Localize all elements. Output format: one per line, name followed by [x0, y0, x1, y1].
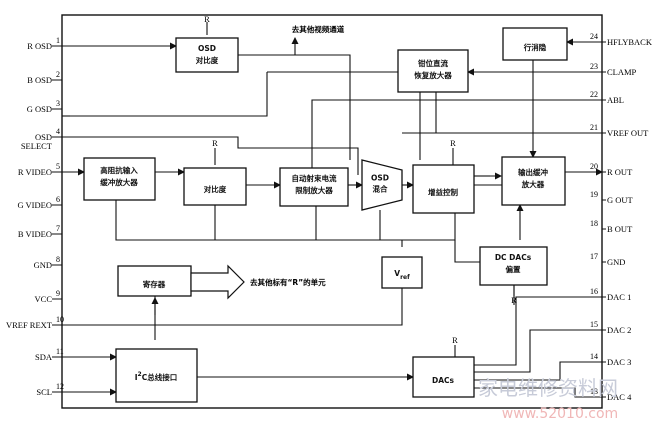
pin-number-right: 24 [590, 32, 598, 41]
block-label: 混合 [373, 184, 388, 194]
pin-label-left: VCC [35, 294, 53, 304]
output-buffer-block [501, 156, 566, 206]
i2c-label: I2C总线接口 [135, 371, 178, 382]
pin-label-right: DAC 4 [607, 392, 632, 402]
pin-number-left: 6 [56, 195, 60, 204]
dc-dacs-block [479, 246, 548, 286]
pin-label-left: G OSD [27, 104, 52, 114]
pin-number-left: 12 [56, 382, 64, 391]
pin-label-right: DAC 3 [607, 357, 631, 367]
hires-buffer-block [83, 157, 156, 201]
block-label: 高阻抗输入 [100, 165, 138, 175]
block-label: 增益控制 [428, 187, 458, 197]
block-label: OSD [198, 44, 216, 53]
pin-label-right: ABL [607, 95, 624, 105]
pin-label-right: G OUT [607, 195, 634, 205]
osd-contrast-block [175, 37, 239, 73]
block-label: 行消隐 [523, 42, 547, 52]
r-marker: R [212, 138, 218, 148]
block-label: 自动射束电流 [292, 173, 337, 183]
pin-number-right: 19 [590, 190, 598, 199]
hblank-block [502, 27, 568, 61]
pin-label-right: DAC 1 [607, 292, 631, 302]
pin-label-right: B OUT [607, 224, 633, 234]
block-label: 偏置 [506, 264, 521, 274]
r-marker: R [452, 335, 458, 345]
pin-label-left: B VIDEO [18, 229, 52, 239]
pin-label-left: SELECT [21, 141, 53, 151]
auto-beam-block [279, 167, 349, 207]
pin-label-left: R VIDEO [18, 167, 52, 177]
pin-number-right: 22 [590, 90, 598, 99]
block-label: 对比度 [196, 55, 219, 65]
pin-number-right: 20 [590, 162, 598, 171]
pin-number-left: 8 [56, 255, 60, 264]
pin-label-right: R OUT [607, 167, 633, 177]
pin-label-left: B OSD [27, 75, 52, 85]
block-label: 寄存器 [143, 279, 166, 289]
pin-number-right: 21 [590, 123, 598, 132]
block-label: 对比度 [204, 184, 227, 194]
pin-label-right: VREF OUT [607, 128, 649, 138]
pin-number-right: 15 [590, 320, 598, 329]
pin-label-right: DAC 2 [607, 325, 631, 335]
block-label: 恢复放大器 [414, 70, 452, 80]
pin-number-left: 5 [56, 162, 60, 171]
hollow-arrow-icon [190, 264, 245, 300]
pin-label-right: CLAMP [607, 67, 637, 77]
watermark-cn: 家电维修资料网 [478, 376, 618, 400]
pin-number-left: 1 [56, 36, 60, 45]
pin-number-right: 17 [590, 252, 598, 261]
pin-label-left: SDA [35, 352, 53, 362]
block-label: DC DACs [495, 253, 532, 262]
block-label: 缓冲放大器 [99, 177, 138, 187]
watermark-url: www.52010.com [502, 406, 618, 422]
signal-wires [62, 22, 603, 398]
pin-label-left: SCL [36, 387, 52, 397]
register-block [117, 265, 192, 297]
pin-label-left: VREF REXT [6, 320, 53, 330]
contrast-block [183, 167, 247, 206]
pin-label-right: GND [607, 257, 625, 267]
pin-number-left: 10 [56, 315, 64, 324]
pin-number-left: 7 [56, 224, 60, 233]
pin-label-right: HFLYBACK [607, 37, 653, 47]
block-label: 钳位直流 [418, 58, 448, 68]
clamp-restore-block [397, 49, 469, 93]
pin-number-left: 3 [56, 99, 60, 108]
pin-label-left: G VIDEO [17, 200, 52, 210]
block-label: DACs [432, 376, 455, 385]
pin-label-left: GND [34, 260, 52, 270]
pin-number-left: 9 [56, 289, 60, 298]
chip-outline [61, 14, 603, 409]
dacs-block [412, 356, 475, 398]
block-label: 输出缓冲 [518, 167, 548, 177]
r-marker: R [511, 295, 517, 305]
pin-number-right: 14 [590, 352, 598, 361]
pin-number-left: 11 [56, 347, 64, 356]
pin-number-right: 16 [590, 287, 598, 296]
note-to-other-video: 去其他视频通道 [292, 24, 345, 34]
osd-mix-block [361, 159, 403, 211]
block-label: 放大器 [521, 179, 545, 189]
pin-number-left: 4 [56, 127, 60, 136]
block-label: 限制放大器 [295, 185, 333, 195]
block-label: OSD [371, 174, 389, 183]
note-to-r-units: 去其他标有“R”的单元 [250, 277, 326, 287]
pin-label-left: OSD [35, 132, 52, 142]
gain-control-block [412, 164, 475, 214]
r-marker: R [450, 138, 456, 148]
vref-block [381, 256, 423, 289]
i2c-interface-block [115, 348, 198, 403]
pin-number-right: 18 [590, 219, 598, 228]
pin-label-left: R OSD [27, 41, 52, 51]
pin-number-right: 13 [590, 387, 598, 396]
pin-number-left: 2 [56, 70, 60, 79]
pin-number-right: 23 [590, 62, 598, 71]
r-marker: R [204, 14, 210, 24]
